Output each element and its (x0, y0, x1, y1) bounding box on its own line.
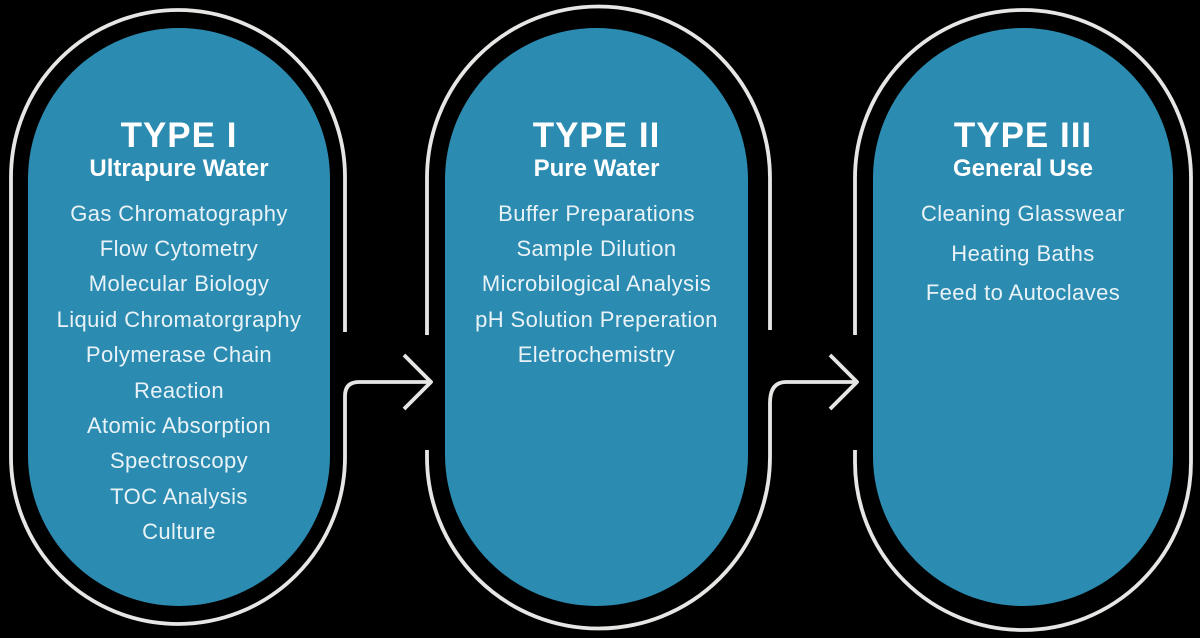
list-item: Eletrochemistry (517, 342, 676, 368)
pill-1-outline (9, 8, 428, 626)
pill-subtitle: Pure Water (533, 155, 660, 182)
pill-application-list: Buffer Preparations Sample Dilution Micr… (445, 196, 748, 373)
pill-title: TYPE II (532, 116, 661, 155)
list-item: Reaction (133, 377, 225, 403)
pill-title: TYPE III (953, 116, 1093, 155)
pill-type-2: TYPE II Pure Water Buffer Preparations S… (445, 28, 748, 606)
list-item: Gas Chromatography (70, 200, 288, 226)
pill-application-list: Gas Chromatography Flow Cytometry Molecu… (28, 196, 330, 550)
pill-type-1-content: TYPE I Ultrapure Water Gas Chromatograph… (28, 118, 330, 638)
pill-2-outline-lower (425, 380, 855, 631)
list-item: Culture (142, 519, 216, 545)
list-item: Spectroscopy (109, 448, 249, 474)
pill-type-3: TYPE III General Use Cleaning Glasswear … (873, 28, 1173, 606)
arrow-right-icon-1 (402, 353, 433, 411)
list-item: Atomic Absorption (86, 413, 272, 439)
list-item: Feed to Autoclaves (925, 280, 1121, 306)
pill-application-list: Cleaning Glasswear Heating Baths Feed to… (873, 194, 1173, 313)
list-item: Polymerase Chain (85, 342, 273, 368)
list-item: Molecular Biology (88, 271, 270, 297)
pill-2-outline-upper (425, 4, 772, 335)
list-item: Microbilogical Analysis (481, 271, 712, 297)
pill-type-2-content: TYPE II Pure Water Buffer Preparations S… (445, 118, 748, 638)
list-item: Cleaning Glasswear (920, 200, 1126, 226)
pill-type-1: TYPE I Ultrapure Water Gas Chromatograph… (28, 28, 330, 606)
pill-type-3-content: TYPE III General Use Cleaning Glasswear … (873, 118, 1173, 638)
list-item: Heating Baths (951, 240, 1095, 266)
pill-title: TYPE I (120, 116, 238, 155)
list-item: Buffer Preparations (498, 200, 695, 226)
list-item: Liquid Chromatorgraphy (56, 306, 302, 332)
list-item: pH Solution Preperation (475, 306, 718, 332)
list-item: Sample Dilution (516, 236, 677, 262)
pill-subtitle: General Use (952, 155, 1094, 182)
list-item: Flow Cytometry (99, 236, 259, 262)
pill-3-outline (853, 8, 1193, 632)
arrow-right-icon-2 (828, 353, 859, 411)
list-item: TOC Analysis (110, 483, 248, 509)
pill-subtitle: Ultrapure Water (89, 155, 269, 182)
